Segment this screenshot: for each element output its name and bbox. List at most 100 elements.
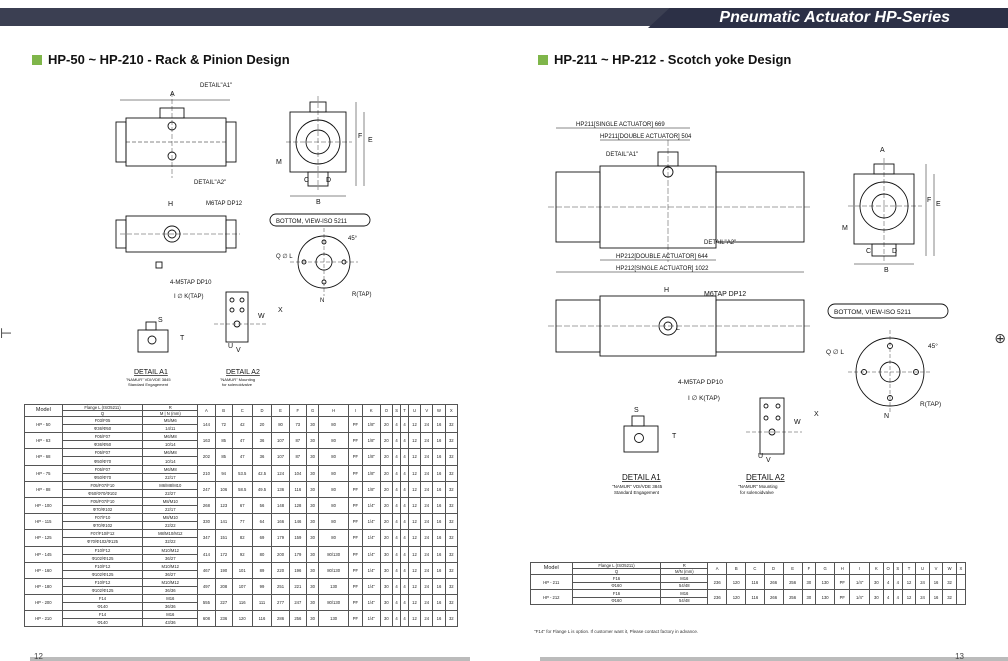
cell-flange: F03/F05 [61,415,144,426]
left-title-text: HP-50 ~ HP-210 - Rack & Pinion Design [48,52,290,67]
cell-value: 87 [288,432,307,450]
th-col-v: V [928,562,944,575]
cell-value: 4 [400,496,409,515]
right-detail-a1 [623,415,659,453]
cell-value: 4 [400,594,409,612]
cell-model: HP - 68 [24,448,63,466]
cell-value: 16 [432,448,446,466]
cell-flange: F05/F07/F10 [61,480,144,490]
detail-a2-sub: "NAMUR" Mounting [220,377,255,382]
cell-value: 30 [305,513,320,531]
cell-value: 266 [763,574,784,590]
cell-value: 77 [231,513,253,531]
cell-r: M16 [142,594,199,604]
cell-value: 24 [915,574,930,590]
left-technical-drawing: A DETAIL"A1" DETAIL"A2" B C D E F M H M6… [115,83,373,387]
cell-value: 87 [288,448,307,466]
cell-model: HP - 211 [530,574,573,590]
right-dim-v-label: V [766,457,771,464]
cell-value: 36 [251,448,273,466]
cell-model: HP - 63 [24,432,63,450]
th-col-c: C [745,562,765,575]
dim-s-label: S [158,317,163,324]
dim-t-label: T [180,335,185,342]
cell-value: 24 [420,415,434,434]
th-flange-sub: Q [571,568,662,575]
right-q-l-label: Q ∅ L [826,349,844,356]
dim-a-label: A [170,91,175,98]
cell-r: M16 [142,610,199,620]
cell-value: 200 [271,545,290,563]
th-col-g: G [815,562,836,575]
cell-value: 30 [379,594,393,612]
cell-value: 196 [288,561,307,579]
m5tap-label: 4-M5TAP DP10 [170,280,212,286]
cell-value: 89 [251,561,273,579]
cell-value: 24 [420,561,434,579]
cell-value: 32 [444,561,459,579]
cell-value: 73 [288,415,307,434]
cell-value: 80 [318,432,350,450]
cell-value: 4 [400,415,409,434]
cell-value: 4 [391,577,402,596]
dim-w-label: W [258,313,265,320]
right-detail-a2-callout: DETAIL"A2" [704,240,736,246]
cell-value: PF [348,415,363,434]
cell-model: HP - 125 [24,529,63,547]
cell-value: 20 [379,513,393,531]
cell-model: HP - 100 [24,496,63,515]
cell-model: HP - 210 [24,610,63,628]
cell-value: 163 [197,432,216,450]
cell-value: 247 [288,594,307,612]
dim-m-label: M [276,159,282,166]
cell-model: HP - 88 [24,480,63,498]
cell-value: 47 [231,448,253,466]
cell-value: 64 [251,513,273,531]
cell-value: 179 [271,529,290,547]
cell-value: 30 [305,610,320,628]
cell-value: 148 [271,496,290,515]
right-dim-n-label: N [884,413,889,420]
cell-value: PF [348,448,363,466]
detail-a1-callout: DETAIL"A1" [200,83,232,89]
crop-mark-right: ⊕ [994,330,1006,346]
cell-value: 256 [288,610,307,628]
right-detail-a1-sub: "NAMUR" VDI/VDE 3845 [612,484,663,489]
cell-value: 12 [407,496,422,515]
cell-value: 146 [288,513,307,531]
cell-flange-q: Φ36/Φ50 [61,424,144,434]
cell-value: 467 [197,561,216,579]
cell-value: 30 [379,545,393,563]
cell-value: 1/8" [361,432,381,450]
cell-value: 42.5 [251,464,273,482]
cell-value: 12 [407,577,422,596]
th-col-x: X [444,404,459,417]
cell-value: PF [348,545,363,563]
cell-value: PF [348,432,363,450]
cell-flange-q: Φ102/Φ125 [61,553,144,563]
cell-value: 94 [214,464,233,482]
cell-value: 179 [288,545,307,563]
cell-flange: F14 [61,594,144,604]
right-dim-e-label: E [936,201,941,208]
cell-value: 30 [869,574,884,590]
th-col-d: D [763,562,784,575]
cell-value: 12 [407,561,422,579]
cell-value: 32 [942,589,957,605]
cell-value: 24 [420,464,434,482]
cell-value: 1/4" [361,561,381,579]
cell-flange: F10/F12 [61,545,144,555]
th-col-w: W [942,562,957,575]
cell-value: 1/8" [361,448,381,466]
right-detail-a2-sub: "NAMUR" Mounting [738,484,778,489]
dim-f-label: F [358,133,362,140]
cell-value: 30 [305,464,320,482]
right-top-view [548,295,810,357]
cell-value: 20 [251,415,273,434]
cell-value: 80 [318,496,350,515]
cell-value: 32 [444,448,459,466]
cell-r: M16 [660,574,709,583]
